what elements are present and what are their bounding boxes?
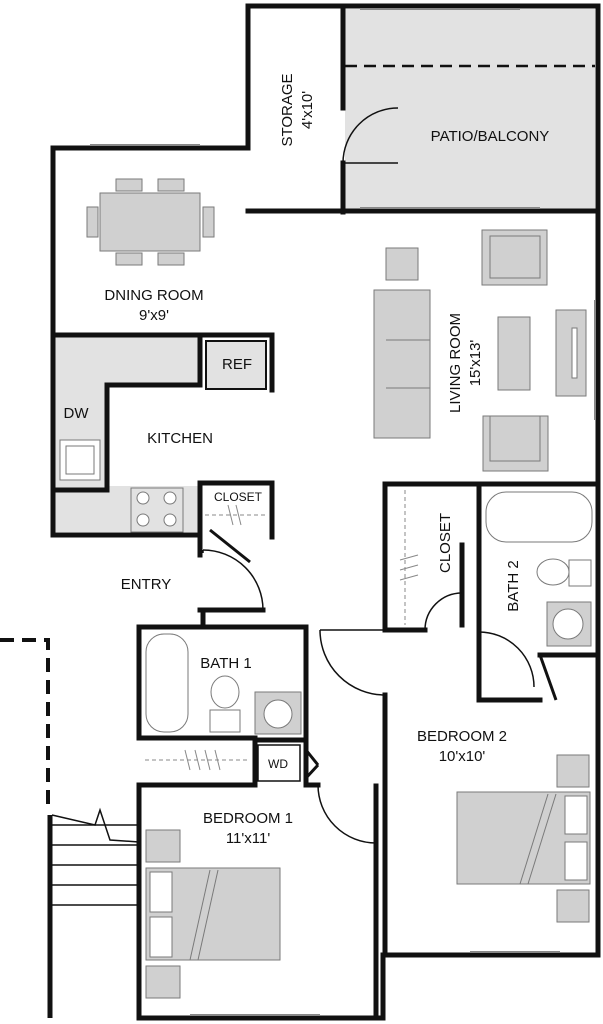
stairs	[47, 807, 140, 1018]
living-name: LIVING ROOM	[447, 313, 464, 413]
patio-label: PATIO/BALCONY	[431, 128, 550, 145]
hall-closet-name: CLOSET	[437, 513, 454, 573]
closet-rods	[145, 490, 419, 771]
furniture	[59, 178, 593, 999]
nightstand-2a	[556, 754, 590, 788]
bathtub-2	[485, 491, 593, 543]
doors	[202, 107, 558, 844]
bedroom1-size: 11'x11'	[226, 830, 271, 847]
refrigerator	[205, 340, 267, 390]
bath2-label: BATH 2	[505, 560, 522, 611]
windows	[90, 8, 596, 1016]
toilet-1	[210, 675, 240, 709]
walls	[50, 3, 601, 1021]
bathtub-1	[145, 633, 189, 733]
dining-name: DNING ROOM	[104, 287, 203, 304]
living-size: 15'x13'	[467, 340, 484, 387]
storage-label: STORAGE 4'x10'	[279, 73, 316, 146]
wd-label: WD	[268, 757, 288, 771]
bedroom1-name: BEDROOM 1	[203, 810, 293, 827]
washer-dryer	[257, 744, 301, 782]
bedroom2-name: BEDROOM 2	[417, 728, 507, 745]
ref-label: REF	[222, 356, 252, 373]
nightstand-1a	[145, 829, 181, 863]
kitchen-label: KITCHEN	[147, 430, 213, 447]
toilet-2	[536, 558, 570, 586]
living-label: LIVING ROOM 15'x13'	[447, 313, 484, 413]
dining-table	[99, 192, 201, 252]
bath1-label: BATH 1	[200, 655, 251, 672]
hall-closet-label: CLOSET	[437, 513, 454, 573]
tv-console	[555, 309, 587, 397]
nightstand-1b	[145, 965, 181, 999]
storage-size: 4'x10'	[299, 91, 316, 129]
ottoman	[385, 247, 419, 281]
stair-outline	[0, 638, 50, 810]
dw-label: DW	[64, 405, 90, 422]
sofa	[373, 289, 431, 439]
coffee-table	[497, 316, 531, 391]
dining-size: 9'x9'	[139, 307, 169, 324]
nightstand-2b	[556, 889, 590, 923]
bedroom2-size: 10'x10'	[439, 748, 486, 765]
bath2-name: BATH 2	[505, 560, 522, 611]
storage-name: STORAGE	[279, 73, 296, 146]
entry-label: ENTRY	[121, 576, 172, 593]
kitchen-closet-label: CLOSET	[214, 490, 263, 504]
